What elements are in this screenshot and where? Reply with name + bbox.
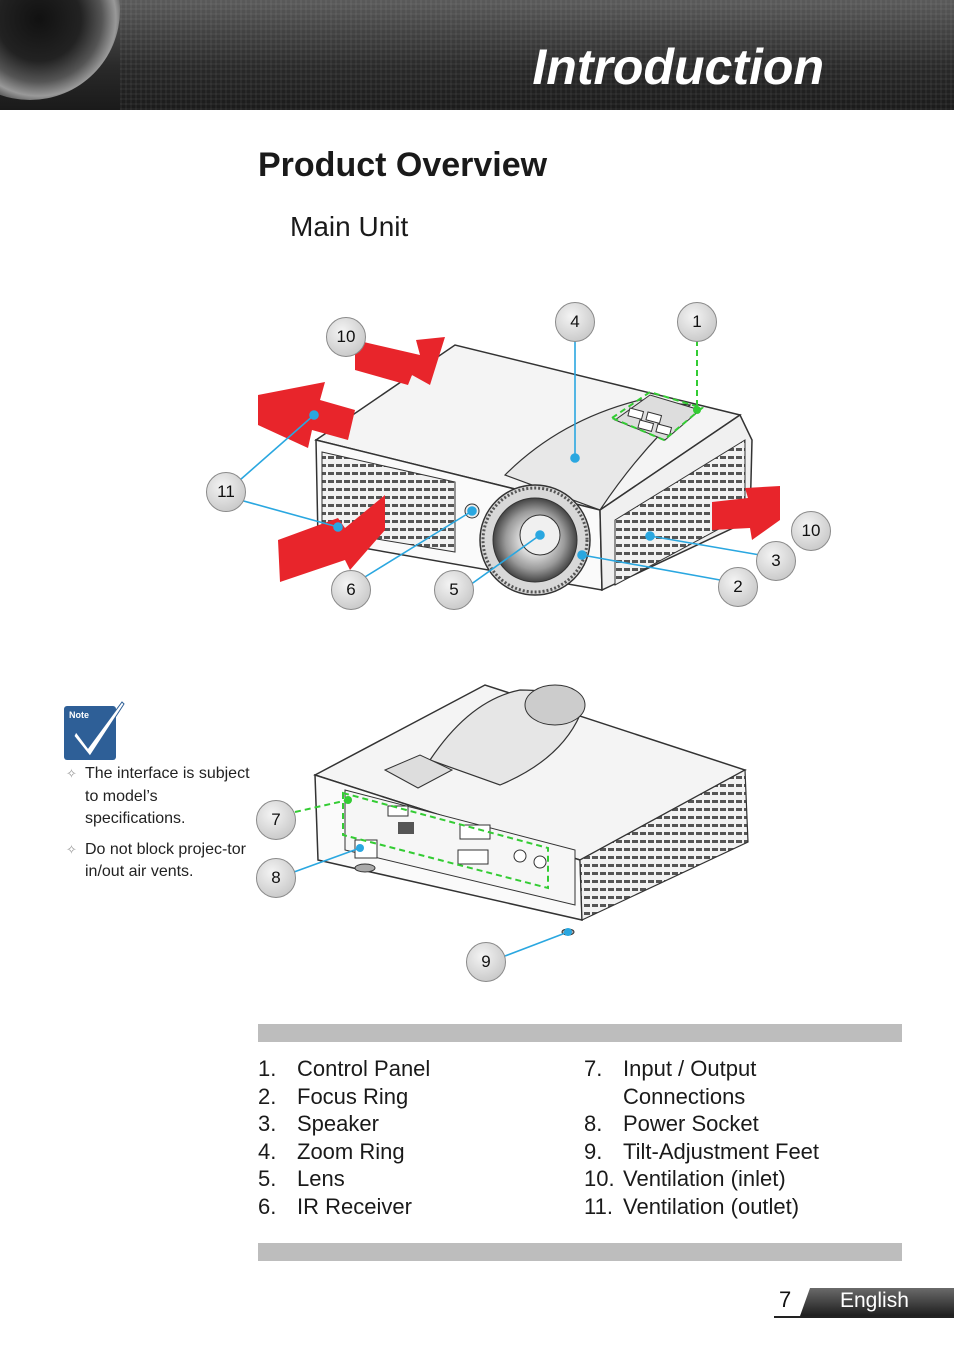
list-item: 2.Focus Ring (258, 1083, 409, 1109)
arrow-inlet-right (712, 486, 780, 540)
parts-list-left: 1.Control Panel 2.Focus Ring 3.Speaker 4… (258, 1055, 558, 1220)
callout-ventilation-inlet-right: 10 (791, 511, 831, 551)
callout-lens: 5 (434, 570, 474, 610)
arrow-inlet-top (355, 337, 445, 385)
projector-rear-view (293, 684, 749, 957)
legend-bottom-bar (258, 1243, 902, 1261)
chapter-title: Introduction (532, 39, 824, 95)
list-item: 3.Speaker (258, 1111, 379, 1136)
list-item: 9.Tilt-Adjustment Feet (584, 1138, 820, 1164)
language-label: English (840, 1289, 909, 1312)
list-item: 8.Power Socket (584, 1111, 759, 1136)
list-item: 6.IR Receiver (258, 1193, 412, 1219)
parts-list-right: 7.Input / Output Connections 8.Power Soc… (584, 1055, 884, 1220)
note-item: ✧Do not block projec-tor in/out air vent… (66, 840, 246, 881)
note-icon: Note (64, 701, 125, 760)
chapter-header: Introduction (0, 0, 954, 110)
mesh-texture (120, 0, 954, 110)
legend-top-bar (258, 1024, 902, 1042)
page-heading: Product Overview (258, 146, 548, 184)
callout-speaker: 3 (756, 541, 796, 581)
section-subtitle: Main Unit (290, 211, 409, 242)
list-item: 5.Lens (258, 1166, 345, 1191)
arrow-outlet-bottom (278, 495, 385, 582)
callout-zoom-ring: 4 (555, 302, 595, 342)
list-item: 11.Ventilation (outlet) (584, 1193, 800, 1219)
language-tab: English (800, 1288, 954, 1316)
callout-ventilation-outlet: 11 (206, 472, 246, 512)
callout-tilt-feet: 9 (466, 942, 506, 982)
arrow-outlet-top (258, 382, 355, 448)
diamond-bullet-icon: ✧ (66, 766, 77, 781)
callout-io-connections: 7 (256, 800, 296, 840)
callout-ventilation-inlet-top: 10 (326, 317, 366, 357)
page-number: 7 (779, 1287, 792, 1312)
list-item: 4.Zoom Ring (258, 1138, 405, 1164)
list-item: 7.Input / Output Connections (584, 1056, 757, 1109)
callout-focus-ring: 2 (718, 567, 758, 607)
note-item: ✧The interface is subject to model’s spe… (66, 765, 250, 827)
note-icon-label: Note (69, 710, 89, 720)
list-item: 1.Control Panel (258, 1056, 431, 1081)
diamond-bullet-icon: ✧ (66, 841, 77, 857)
callout-power-socket: 8 (256, 858, 296, 898)
projector-front-view (239, 337, 780, 596)
note-list: ✧The interface is subject to model’s spe… (64, 763, 254, 892)
callout-control-panel: 1 (677, 302, 717, 342)
callout-ir-receiver: 6 (331, 570, 371, 610)
list-item: 10.Ventilation (inlet) (584, 1166, 786, 1191)
footer-rule (774, 1316, 954, 1318)
